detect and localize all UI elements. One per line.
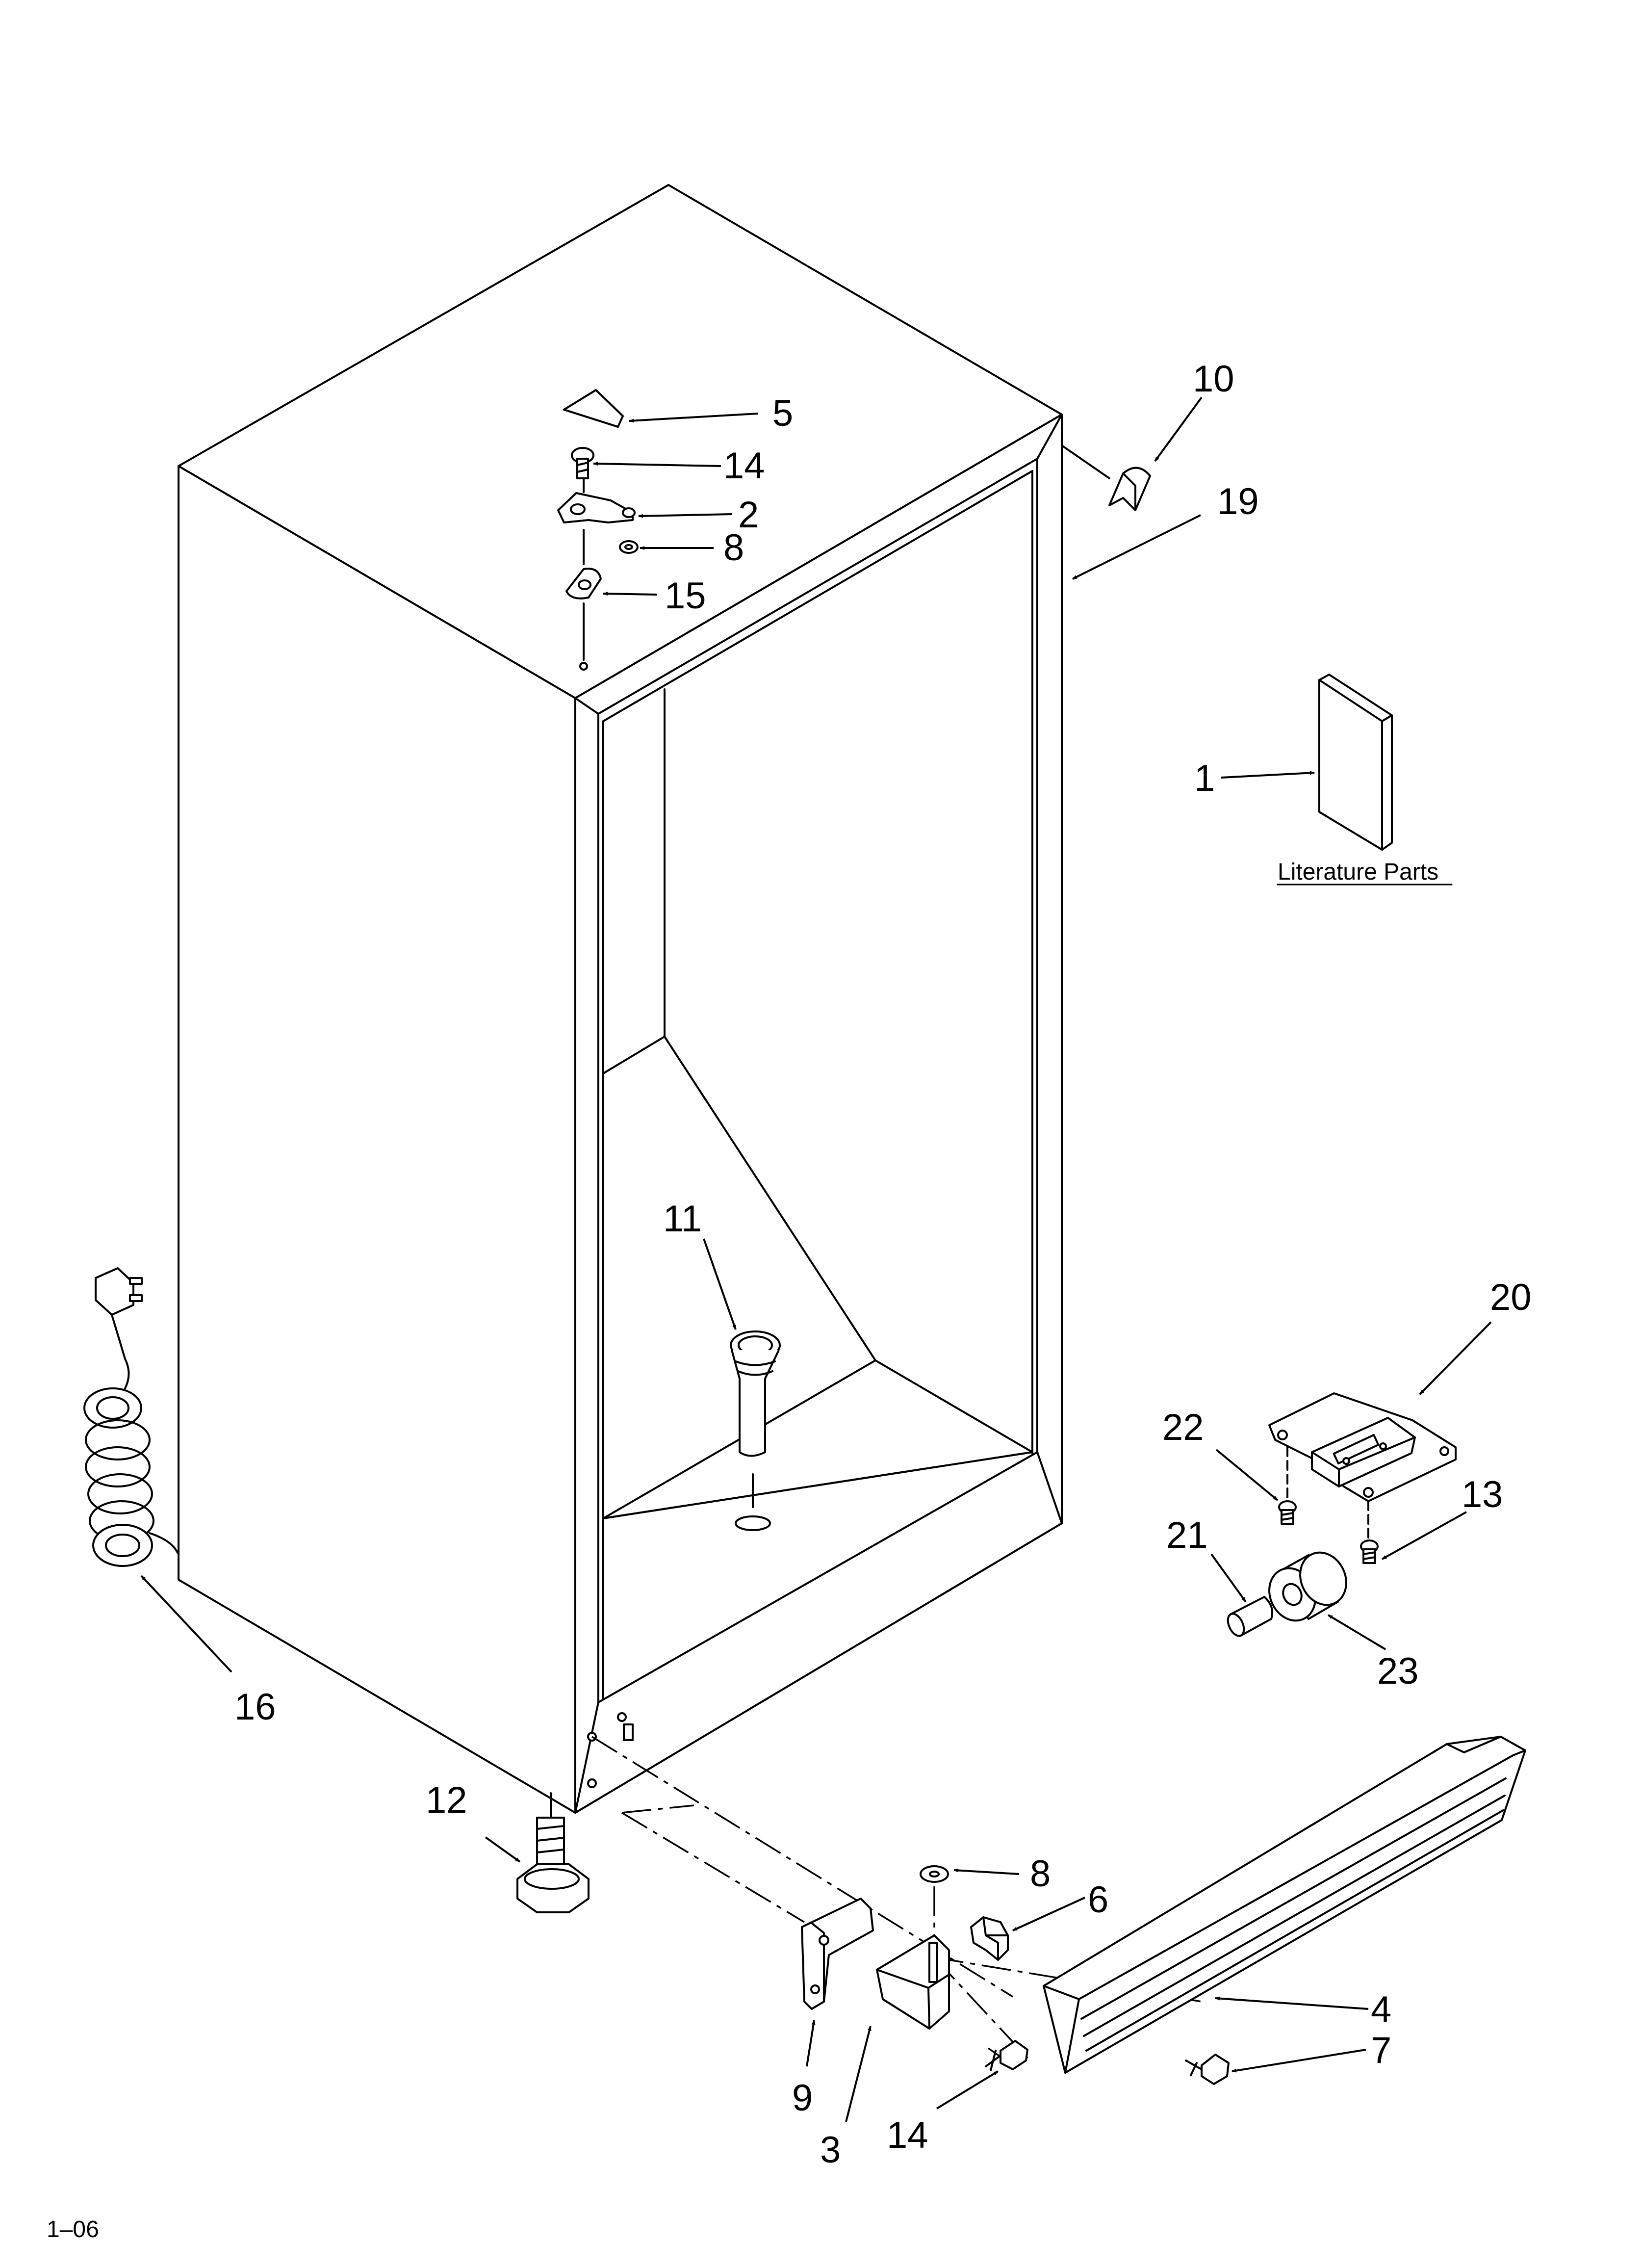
hinge-screw-22 (1278, 1446, 1297, 1525)
grille-clip (970, 1916, 1009, 1961)
toe-grille-guide (876, 1934, 950, 2030)
callout-1: 1 (1194, 757, 1215, 799)
callout-8-bottom: 8 (1030, 1853, 1051, 1895)
callout-6: 6 (1088, 1879, 1108, 1921)
callout-21: 21 (1166, 1514, 1208, 1556)
hinge-cover (563, 389, 624, 428)
callout-11: 11 (663, 1198, 702, 1240)
leveling-leg (516, 1792, 590, 1913)
bottom-hinge (1268, 1392, 1457, 1502)
callout-19: 19 (1217, 481, 1259, 522)
callout-20: 20 (1490, 1277, 1532, 1318)
callout-14-bottom: 14 (887, 2114, 928, 2156)
callout-12: 12 (426, 1779, 467, 1821)
callout-10: 10 (1193, 358, 1234, 400)
hinge-pin (1227, 1596, 1274, 1637)
literature-parts-label: Literature Parts (1278, 859, 1438, 885)
callout-7: 7 (1371, 2030, 1391, 2071)
callout-14-top: 14 (723, 445, 765, 487)
callout-9: 9 (792, 2077, 813, 2119)
screw-bottom (985, 2040, 1028, 2071)
callout-4: 4 (1371, 1989, 1391, 2031)
toe-grille-bracket (801, 1898, 874, 2010)
toe-grille (1043, 1736, 1526, 2074)
drain-tube (730, 1330, 781, 1531)
top-hinge (557, 492, 636, 523)
grille-screw (1185, 2054, 1230, 2085)
callout-8-top: 8 (723, 527, 744, 569)
callout-22: 22 (1162, 1407, 1204, 1448)
callout-23: 23 (1377, 1650, 1419, 1692)
callout-3: 3 (820, 2129, 841, 2171)
cabinet (178, 184, 1063, 1814)
hinge-shim (565, 568, 602, 600)
washer-bottom (920, 1865, 949, 1883)
hinge-cap (1108, 467, 1151, 511)
callout-15: 15 (665, 575, 706, 617)
callout-16: 16 (234, 1686, 276, 1728)
callout-5: 5 (772, 392, 793, 434)
hinge-screw-13 (1360, 1500, 1379, 1564)
callout-2: 2 (738, 494, 759, 536)
power-cord (83, 1267, 179, 1567)
hinge-bushing (1268, 1551, 1347, 1622)
hinge-screw-top (571, 447, 594, 479)
callout-13: 13 (1462, 1474, 1503, 1515)
revision-code: 1–06 (47, 2216, 99, 2242)
literature-booklet (1318, 674, 1393, 851)
washer-top (619, 540, 639, 554)
